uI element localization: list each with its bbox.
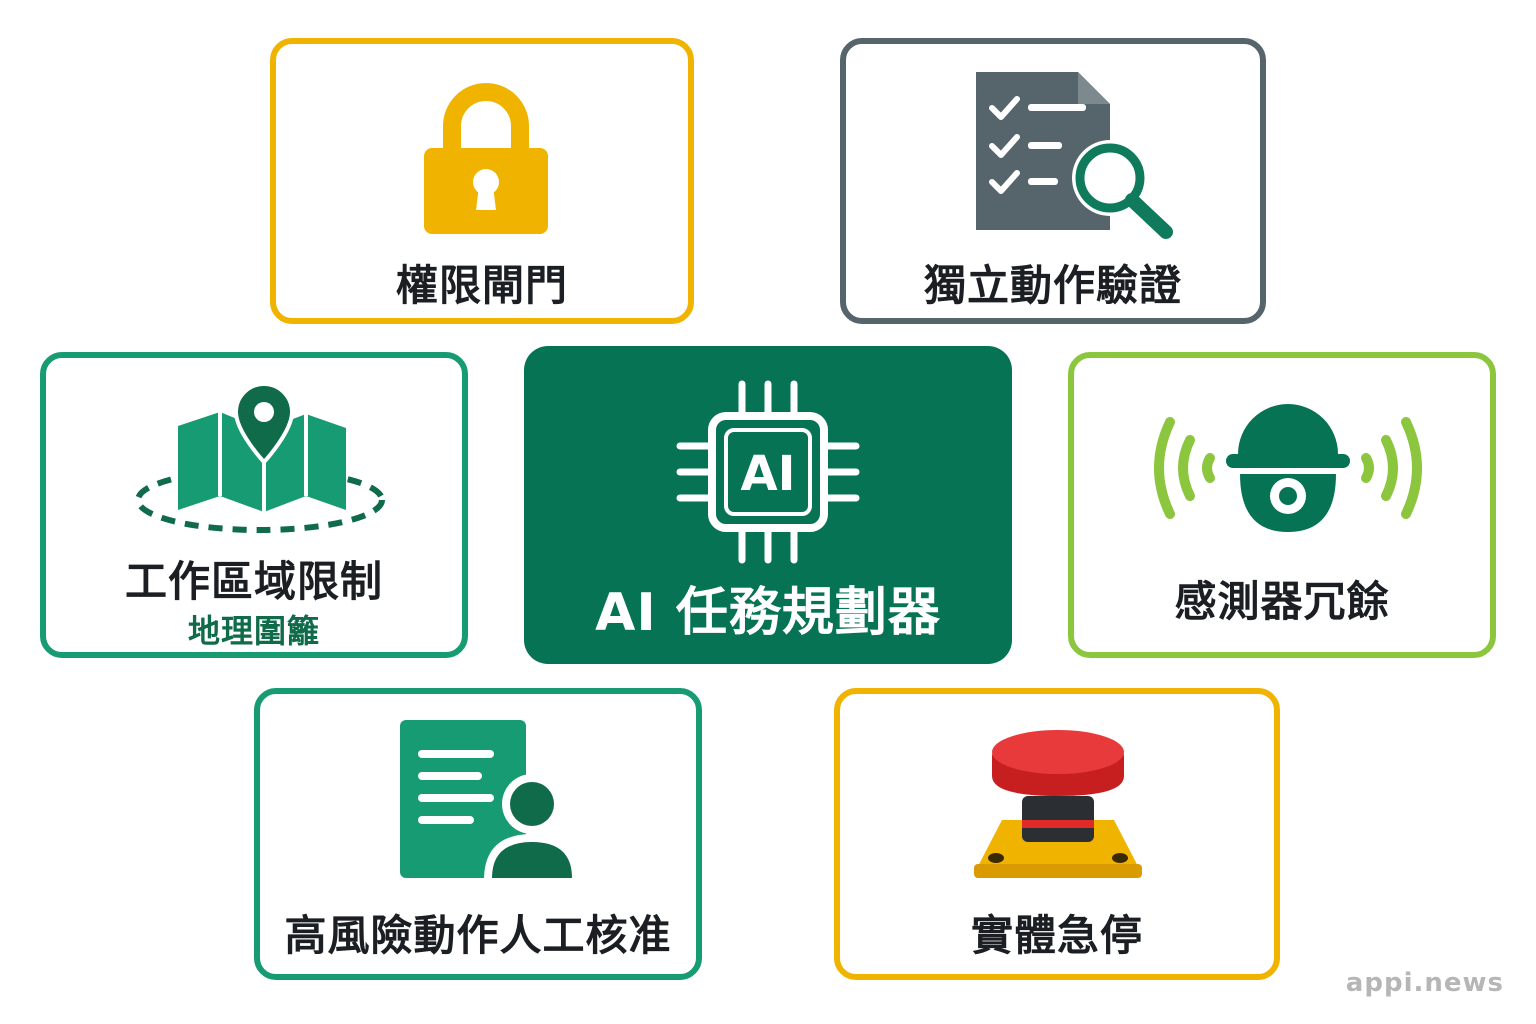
card-sublabel: 地理圍籬: [187, 612, 320, 650]
card-label: 實體急停: [970, 911, 1143, 960]
card-label: 權限閘門: [395, 261, 568, 310]
ai-chip-icon: AI: [676, 380, 860, 564]
card-permission-gate: 權限閘門: [270, 38, 694, 324]
card-label: 高風險動作人工核准: [284, 911, 672, 960]
card-human-approval: 高風險動作人工核准: [254, 688, 702, 980]
ai-task-planner: AI AI 任務規劃器: [524, 346, 1012, 664]
card-emergency-stop: 實體急停: [834, 688, 1280, 980]
emergency-stop-button-icon: [974, 730, 1142, 878]
card-label: 獨立動作驗證: [923, 261, 1182, 310]
sensor-icon: [1154, 404, 1422, 532]
planner-title: AI 任務規劃器: [595, 583, 941, 643]
lock-icon: [424, 83, 548, 234]
card-label: 感測器冗餘: [1174, 577, 1390, 626]
map-pin-icon: [135, 382, 385, 533]
card-label: 工作區域限制: [124, 557, 383, 606]
watermark: appi.news: [1345, 968, 1504, 998]
card-geofence: 工作區域限制 地理圍籬: [40, 352, 468, 658]
checklist-search-icon: [976, 72, 1173, 239]
document-person-icon: [400, 720, 576, 880]
chip-text: AI: [740, 446, 795, 502]
card-sensor-redundancy: 感測器冗餘: [1068, 352, 1496, 658]
card-action-verification: 獨立動作驗證: [840, 38, 1266, 324]
